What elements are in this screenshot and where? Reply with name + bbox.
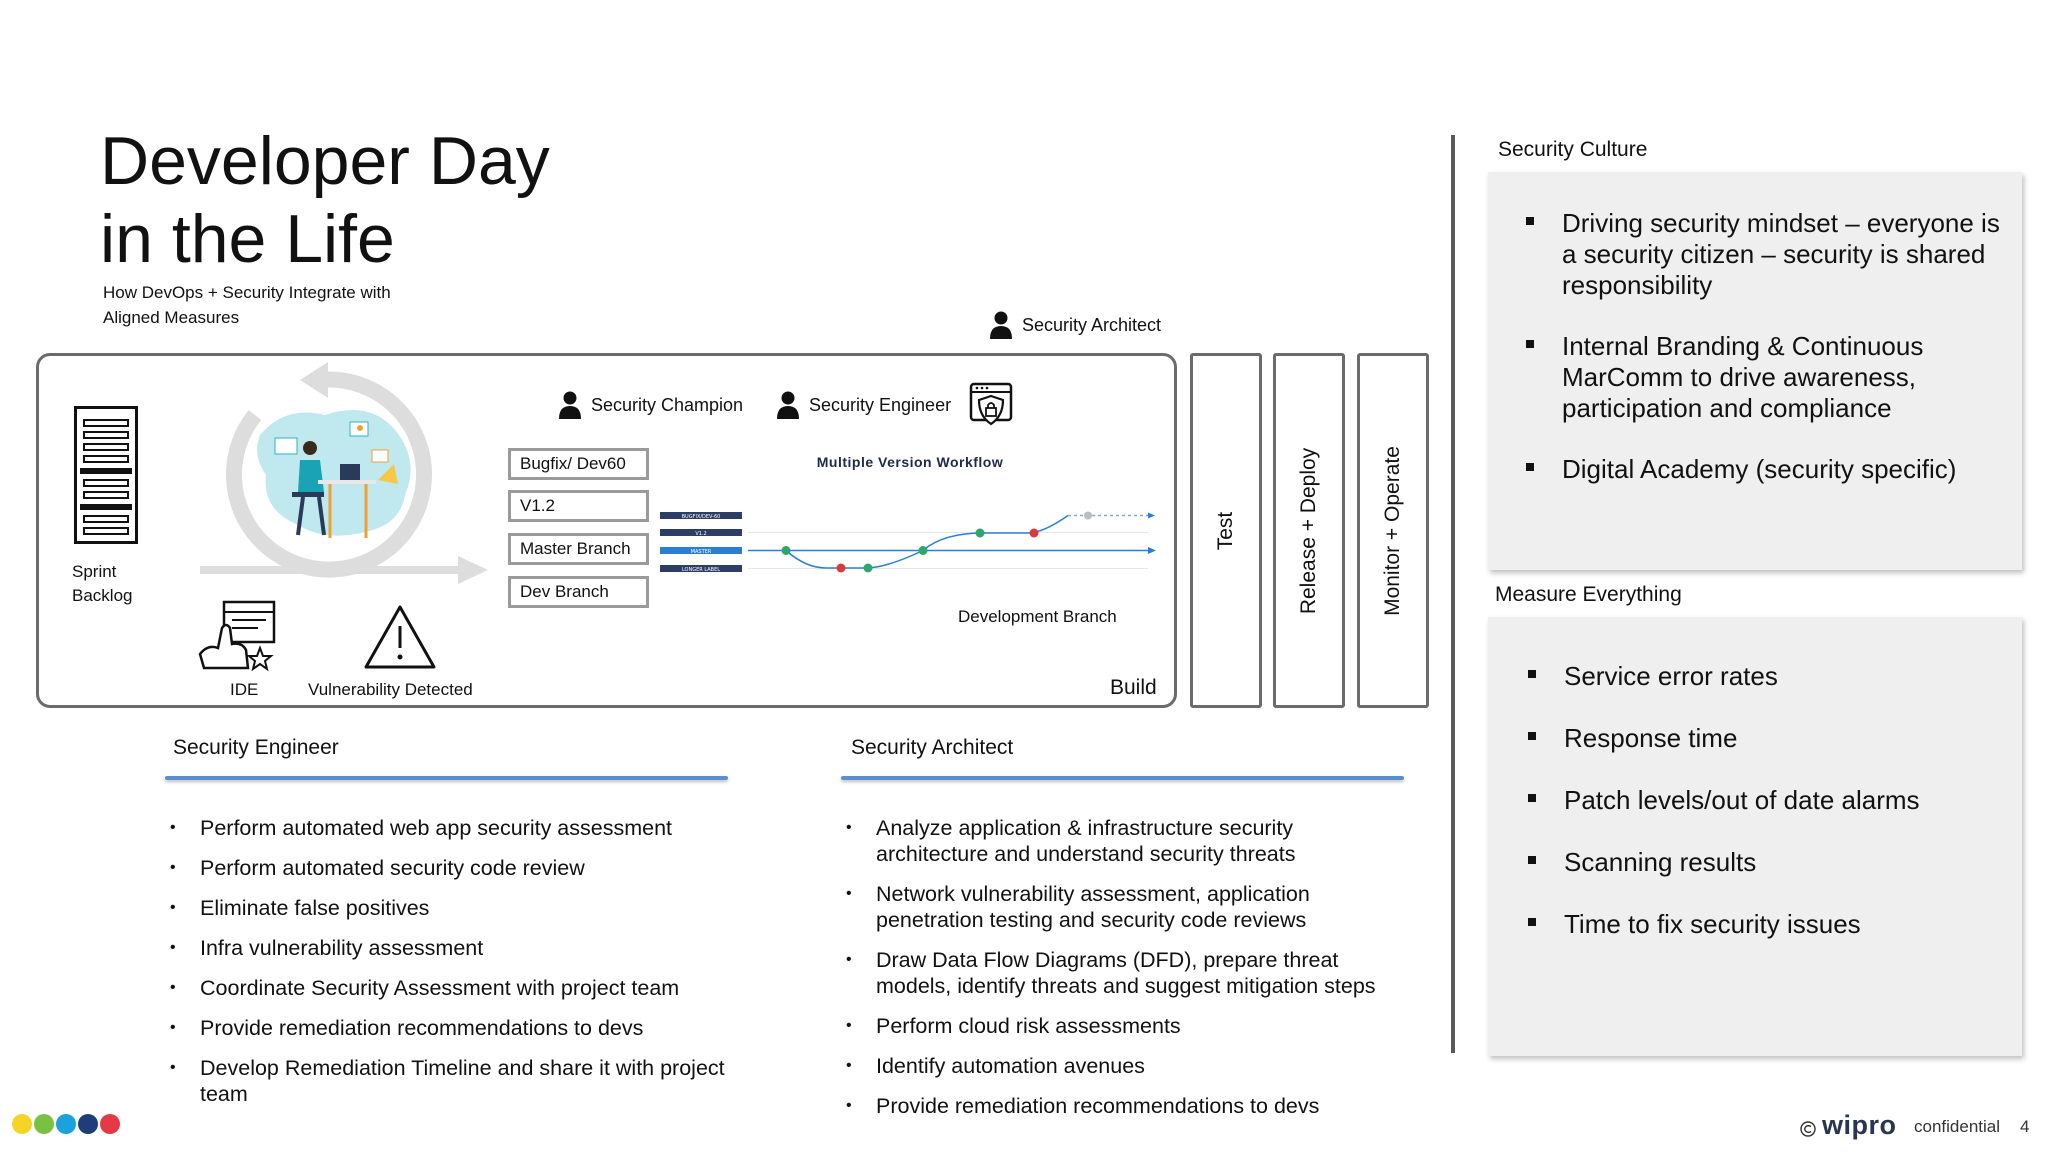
list-item: Develop Remediation Timeline and share i… [170,1055,775,1107]
lane-label-v12: V1.2 [695,531,706,537]
branch-box-bugfix: Bugfix/ Dev60 [508,448,649,480]
person-icon [990,311,1012,339]
role-security-engineer: Security Engineer [777,391,951,419]
phase-monitor-operate-box: Monitor + Operate [1357,353,1429,708]
wipro-brand: wipro [1822,1110,1897,1140]
branch-box-dev: Dev Branch [508,576,649,608]
person-icon [777,391,799,419]
list-item: Eliminate false positives [170,895,775,921]
brand-dot [12,1114,32,1134]
warning-triangle-icon [364,605,436,669]
sprint-backlog-line1: Sprint [72,562,117,581]
page-title: Developer Day in the Life [100,122,550,278]
measure-everything-panel: Service error rates Response time Patch … [1488,617,2022,1056]
security-architect-rule [841,776,1404,780]
branch-box-master: Master Branch [508,533,649,565]
brand-color-dots [12,1114,120,1134]
security-culture-panel: Driving security mindset – everyone is a… [1488,172,2022,570]
ide-label: IDE [230,680,259,699]
person-icon [559,391,581,419]
phase-test-label: Test [1214,511,1237,550]
lane-label-longer: LONGER LABEL [682,567,720,573]
branch-box-v12: V1.2 [508,490,649,522]
security-culture-heading: Security Culture [1498,138,1648,161]
ide-icon [198,600,276,672]
measure-everything-list: Service error rates Response time Patch … [1528,661,2008,940]
page-title-line2: in the Life [100,201,395,277]
development-branch-label: Development Branch [958,607,1117,626]
workflow-title: Multiple Version Workflow [816,454,1004,470]
wipro-logo-mark-icon [1800,1121,1816,1137]
role-label: Security Champion [591,394,744,415]
vulnerability-detected-label: Vulnerability Detected [308,680,473,699]
phase-monitor-operate-label: Monitor + Operate [1381,445,1404,616]
list-item: Coordinate Security Assessment with proj… [170,975,775,1001]
sprint-backlog-icon [74,406,138,544]
measure-everything-heading: Measure Everything [1495,583,1682,606]
brand-dot [34,1114,54,1134]
sprint-backlog-line2: Backlog [72,586,133,605]
dev-cycle-illustration [200,362,488,584]
brand-dot [78,1114,98,1134]
page-title-line1: Developer Day [100,123,550,199]
phase-test-box: Test [1190,353,1262,708]
list-item: Infra vulnerability assessment [170,935,775,961]
list-item: Perform automated security code review [170,855,775,881]
list-item: Digital Academy (security specific) [1526,454,2006,485]
security-engineer-list: Perform automated web app security asses… [170,815,775,1107]
security-architect-list: Analyze application & infrastructure sec… [846,815,1386,1119]
list-item: Scanning results [1528,847,2008,878]
list-item: Network vulnerability assessment, applic… [846,881,1386,933]
page-number: 4 [2020,1117,2030,1136]
brand-dot [56,1114,76,1134]
list-item: Draw Data Flow Diagrams (DFD), prepare t… [846,947,1386,999]
vertical-divider [1451,135,1455,1053]
role-security-champion: Security Champion [559,391,743,419]
list-item: Provide remediation recommendations to d… [846,1093,1386,1119]
brand-dot [100,1114,120,1134]
security-shield-window-icon [969,382,1013,426]
security-engineer-heading: Security Engineer [173,736,339,759]
build-stage-box [36,353,1177,708]
phase-release-deploy-box: Release + Deploy [1273,353,1345,708]
list-item: Internal Branding & Continuous MarComm t… [1526,331,2006,424]
lane-label-master: MASTER [691,549,712,555]
list-item: Driving security mindset – everyone is a… [1526,208,2006,301]
build-label: Build [1110,676,1157,699]
list-item: Time to fix security issues [1528,909,2008,940]
phase-release-deploy-label: Release + Deploy [1297,447,1320,614]
list-item: Provide remediation recommendations to d… [170,1015,775,1041]
role-label: Security Engineer [809,394,952,415]
role-security-architect: Security Architect [990,311,1161,339]
list-item: Perform cloud risk assessments [846,1013,1386,1039]
security-architect-heading: Security Architect [851,736,1014,759]
list-item: Service error rates [1528,661,2008,692]
list-item: Analyze application & infrastructure sec… [846,815,1386,867]
role-label: Security Architect [1022,314,1162,335]
list-item: Response time [1528,723,2008,754]
confidential-label: confidential [1914,1117,2001,1136]
list-item: Identify automation avenues [846,1053,1386,1079]
lane-label-bugfix: BUGFIX/DEV-60 [682,514,721,520]
security-culture-list: Driving security mindset – everyone is a… [1526,208,2006,485]
list-item: Perform automated web app security asses… [170,815,775,841]
page-subtitle: How DevOps + Security Integrate with Ali… [103,283,391,327]
version-workflow-graph: BUGFIX/DEV-60 V1.2 MASTER LONGER LABEL [660,511,1156,573]
security-engineer-rule [165,776,728,780]
list-item: Patch levels/out of date alarms [1528,785,2008,816]
sprint-backlog-label: Sprint Backlog [72,560,132,608]
